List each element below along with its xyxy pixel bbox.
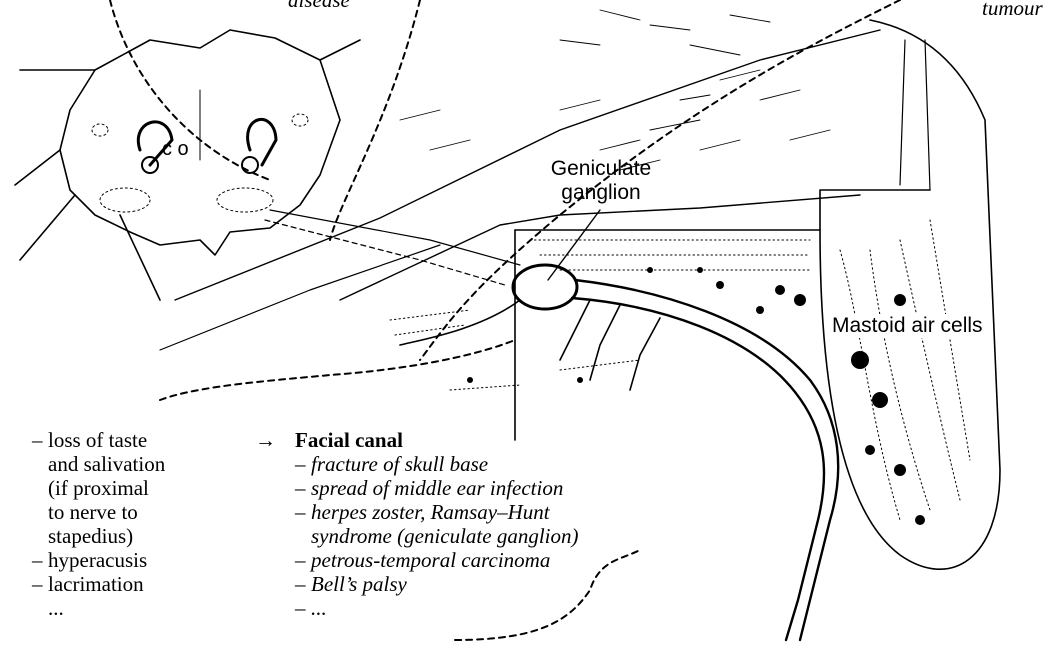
geniculate-ganglion <box>513 265 577 309</box>
label-disease-cut: disease <box>288 0 350 13</box>
deficit-item: lacrimation <box>32 572 165 596</box>
deficits-list: loss of taste and salivation (if proxima… <box>32 428 165 620</box>
facial-canal-block: →Facial canal fracture of skull base spr… <box>255 428 579 620</box>
facial-canal-heading: →Facial canal <box>255 428 579 452</box>
boundary-canal <box>160 340 515 400</box>
cause-item: herpes zoster, Ramsay–Hunt <box>295 500 579 524</box>
label-geniculate-line1: Geniculate <box>536 157 666 181</box>
cause-item: spread of middle ear infection <box>295 476 579 500</box>
facial-canal-title: Facial canal <box>295 428 403 452</box>
facial-nerve-tympanic <box>575 280 838 640</box>
label-geniculate-line2: ganglion <box>536 181 666 205</box>
deficit-item: hyperacusis <box>32 548 165 572</box>
deficit-item: ... <box>32 596 165 620</box>
deficit-item: and salivation <box>32 452 165 476</box>
cause-item: ... <box>295 596 579 620</box>
facial-canal-causes: fracture of skull base spread of middle … <box>255 452 579 620</box>
mastoid-outline <box>820 20 1000 569</box>
label-tumour-cut: tumour <box>982 0 1043 21</box>
deficit-item: to nerve to <box>32 500 165 524</box>
cause-item: petrous-temporal carcinoma <box>295 548 579 572</box>
deficit-item: (if proximal <box>32 476 165 500</box>
arrow-right-icon: → <box>255 428 295 452</box>
cause-item: fracture of skull base <box>295 452 579 476</box>
label-geniculate-ganglion: Geniculate ganglion <box>536 157 666 205</box>
svg-text:c o: c o <box>162 138 189 160</box>
cause-item: Bell’s palsy <box>295 572 579 596</box>
deficit-item: loss of taste <box>32 428 165 452</box>
label-mastoid-air-cells: Mastoid air cells <box>828 314 987 338</box>
cause-item: syndrome (geniculate ganglion) <box>295 524 579 548</box>
deficit-item: stapedius) <box>32 524 165 548</box>
